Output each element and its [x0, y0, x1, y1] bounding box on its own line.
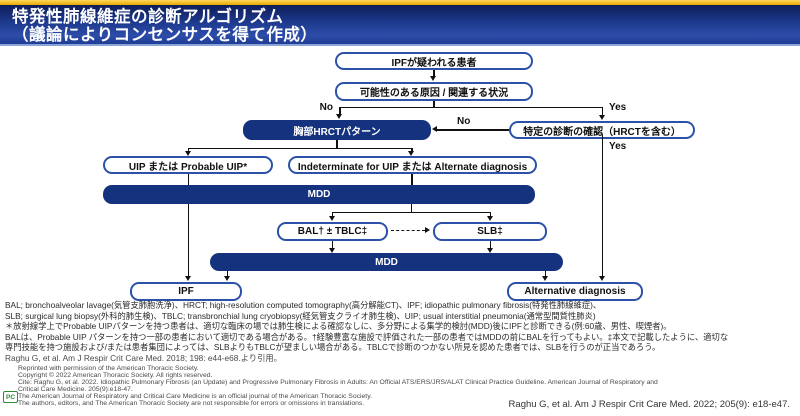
dashed-flow-line	[391, 229, 425, 231]
arrow-down-icon	[336, 114, 343, 119]
node-alternative-diagnosis: Alternative diagnosis	[507, 282, 643, 301]
edge-label-yes: Yes	[609, 102, 627, 113]
flow-line	[433, 101, 435, 108]
flow-line	[226, 271, 228, 277]
arrow-down-icon	[430, 76, 436, 81]
flow-line	[339, 106, 603, 108]
flow-line	[437, 129, 509, 131]
fineprint-line: Copyright © 2022 American Thoracic Socie…	[18, 371, 213, 379]
arrow-down-icon	[223, 276, 230, 281]
flow-line	[331, 211, 491, 213]
flow-line	[410, 204, 412, 213]
node-slb: SLB‡	[433, 222, 547, 241]
arrow-down-icon	[598, 276, 605, 281]
flow-line	[339, 106, 341, 115]
arrow-down-icon	[541, 276, 548, 281]
copyright-block: Reprinted with permission of the America…	[18, 365, 796, 408]
arrow-down-icon	[408, 150, 415, 156]
arrow-down-icon	[328, 247, 335, 253]
fineprint-line: Critical Care Medicine. 205(9):e18-47.	[18, 385, 133, 393]
arrow-down-icon	[328, 216, 335, 221]
node-chest-hrct-pattern: 胸部HRCTパターン	[243, 120, 431, 140]
page-title-line1: 特発性肺線維症の診断アルゴリズム	[12, 8, 284, 26]
footnote-line: SLB; surgical lung biopsy(外科的肺生検)、TBLC; …	[5, 310, 596, 321]
node-mdd-2: MDD	[210, 253, 563, 271]
edge-label-yes: Yes	[609, 141, 627, 152]
flow-line	[411, 174, 413, 185]
node-mdd-1: MDD	[103, 185, 535, 204]
flow-line	[187, 147, 413, 149]
flow-line	[331, 211, 333, 217]
flow-line	[601, 135, 603, 277]
edge-label-no: No	[319, 102, 333, 113]
fineprint-line: The authors, editors, and The American T…	[18, 399, 365, 407]
edge-label-no: No	[457, 116, 471, 127]
flow-line	[433, 70, 435, 77]
arrow-down-icon	[184, 150, 191, 156]
node-uip-probable-uip: UIP または Probable UIP*	[103, 156, 273, 174]
flow-line	[187, 174, 189, 185]
footnote-line: ＊放射線学上でProbable UIPパターンを持つ患者は、適切な臨床の場では肺…	[5, 321, 672, 332]
header-band-edge	[0, 44, 800, 46]
node-bal-tblc: BAL† ± TBLC‡	[277, 222, 388, 241]
flow-line	[544, 271, 546, 277]
footnote-line: BAL; bronchoalveolar lavage(気管支肺胞洗浄)、HRC…	[5, 300, 602, 310]
arrow-down-icon	[486, 247, 493, 253]
node-ipf-suspected: IPFが疑われる患者	[335, 52, 533, 70]
fineprint-line: Cite: Raghu G, et al. 2022. Idiopathic P…	[18, 378, 658, 386]
arrow-down-icon	[598, 115, 605, 120]
node-ipf-final: IPF	[130, 282, 242, 301]
flow-line	[489, 241, 491, 248]
node-indeterminate: Indeterminate for UIP または Alternate diag…	[288, 156, 537, 174]
header-band: 特発性肺線維症の診断アルゴリズム （議論によりコンセンサスを得て作成）	[0, 5, 800, 44]
flow-line	[331, 241, 333, 248]
node-possible-causes: 可能性のある原因 / 関連する状況	[335, 82, 533, 101]
arrow-down-icon	[486, 216, 493, 221]
arrow-right-icon	[425, 226, 430, 233]
flow-line	[601, 106, 603, 116]
pc-logo-icon: PC	[3, 391, 18, 403]
arrow-left-icon	[431, 126, 437, 133]
flow-line	[489, 211, 491, 217]
footnote-line: 専門技能を持つ施設および/または患者集団によっては、SLBよりもTBLCが望まし…	[5, 342, 661, 353]
flow-line	[336, 140, 338, 149]
footnote-source-line: Raghu G, et al. Am J Respir Crit Care Me…	[5, 352, 282, 363]
arrow-down-icon	[184, 276, 191, 281]
footnote-block: BAL; bronchoalveolar lavage(気管支肺胞洗浄)、HRC…	[5, 300, 797, 364]
fineprint-line: Reprinted with permission of the America…	[18, 364, 199, 372]
page-title-line2: （議論によりコンセンサスを得て作成）	[12, 26, 318, 44]
flow-line	[187, 204, 189, 277]
fineprint-line: The American Journal of Respiratory and …	[18, 392, 372, 400]
citation-text: Raghu G, et al. Am J Respir Crit Care Me…	[508, 399, 790, 410]
header-gold-stripe	[0, 0, 800, 5]
flow-line	[411, 147, 413, 152]
flow-line	[187, 147, 189, 152]
footnote-line: BALは、Probable UIP パターンを持つ一部の患者において適切である場…	[5, 331, 729, 342]
